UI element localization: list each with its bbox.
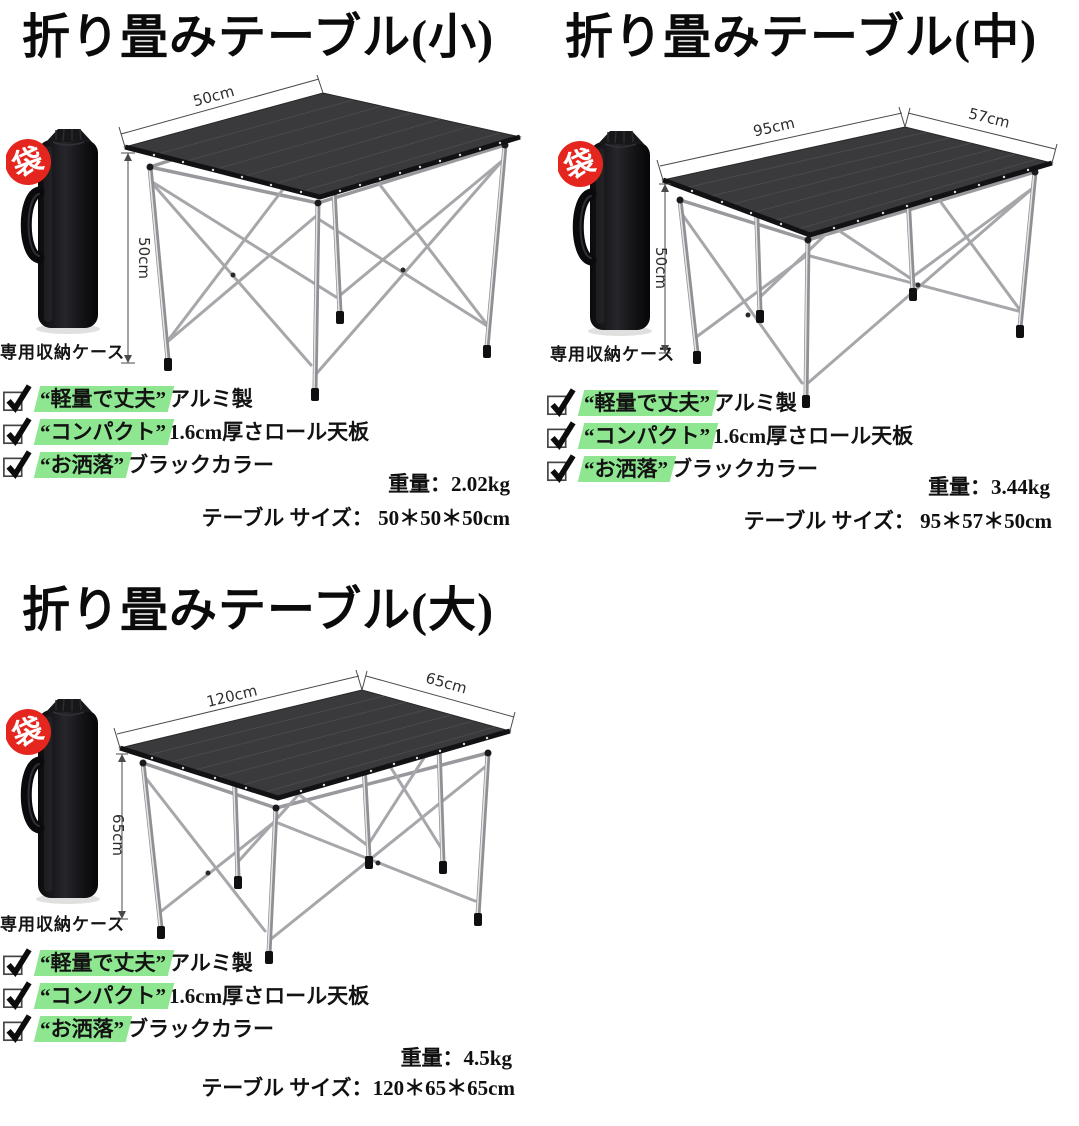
bag-caption: 専用収納ケース (0, 915, 126, 934)
bag-handle-rim (27, 193, 40, 257)
bag-pleats (55, 128, 82, 142)
feature-text: 1.6cm厚さロール天板 (169, 420, 370, 444)
weight-value: 重量：3.44kg (928, 475, 1050, 499)
weight-value: 重量：2.02kg (388, 472, 510, 496)
bag-body (590, 142, 650, 330)
tabletop (661, 126, 1054, 238)
feature-highlight: “コンパクト” (581, 420, 713, 450)
feature-text: ブラックカラー (671, 457, 818, 481)
bag-badge (558, 141, 603, 187)
dim-label-height: 50cm (135, 237, 153, 279)
feature-text: 1.6cm厚さロール天板 (713, 424, 914, 448)
tabletop (123, 92, 522, 200)
page-title: 折り畳みテーブル(小) (22, 11, 495, 64)
feature-item: “お洒落”ブラックカラー (546, 453, 913, 483)
bag-cinch-line (52, 141, 85, 146)
bag-cinch-top (598, 131, 644, 144)
storage-bag-photo: 袋 (6, 698, 100, 904)
feature-item: “コンパクト”1.6cm厚さロール天板 (2, 416, 370, 446)
feature-highlight: “お洒落” (37, 449, 127, 479)
feature-highlight: “お洒落” (581, 453, 671, 483)
feature-highlight: “軽量で丈夫” (37, 383, 169, 413)
checkbox-check-icon (3, 1014, 32, 1043)
bag-sheen (44, 716, 52, 892)
bag-cinch-line (52, 711, 85, 716)
dim-label-height: 65cm (109, 814, 127, 856)
dim-label-depth: 57cm (967, 104, 1012, 131)
bag-cinch-line (604, 143, 637, 148)
dim-label-width: 50cm (191, 82, 236, 110)
feature-item: “お洒落”ブラックカラー (2, 449, 369, 479)
table-size-value: テーブル サイズ： 50＊50＊50cm (201, 506, 510, 530)
feature-highlight: “コンパクト” (37, 980, 169, 1010)
bag-badge (6, 709, 51, 755)
feature-text: アルミ製 (169, 951, 253, 975)
feature-highlight: “軽量で丈夫” (581, 387, 713, 417)
edge-rivets (690, 168, 1030, 230)
dim-label-height: 50cm (652, 247, 670, 289)
edge-rivets (152, 141, 502, 194)
section-small-table: 折り畳みテーブル(小) 袋 専用収納ケース (0, 0, 540, 560)
feature-text: 1.6cm厚さロール天板 (169, 984, 370, 1008)
feature-item: “軽量で丈夫”アルミ製 (2, 947, 369, 977)
feature-text: ブラックカラー (127, 1017, 274, 1041)
storage-bag-photo: 袋 (6, 128, 100, 334)
feature-item: “軽量で丈夫”アルミ製 (2, 383, 369, 413)
feature-list: “軽量で丈夫”アルミ製 “コンパクト”1.6cm厚さロール天板 “お洒落”ブラッ… (2, 383, 370, 479)
table-structure (676, 137, 1039, 408)
feature-text: アルミ製 (713, 391, 797, 415)
bag-body (38, 140, 98, 328)
bag-pleats (55, 698, 82, 712)
storage-bag-photo: 袋 (558, 130, 652, 336)
feature-item: “コンパクト”1.6cm厚さロール天板 (2, 980, 370, 1010)
table-size-value: テーブル サイズ：120＊65＊65cm (201, 1076, 515, 1100)
feature-text: ブラックカラー (127, 453, 274, 477)
bag-handle (20, 186, 45, 264)
page-title: 折り畳みテーブル(中) (565, 11, 1038, 64)
section-large-table: 折り畳みテーブル(大) 袋 専用収納ケース (0, 560, 545, 1126)
checkbox-check-icon (3, 948, 32, 977)
table-photo-large: 120cm 65cm 65cm (109, 669, 516, 964)
bag-cinch-top (46, 129, 92, 142)
checkbox-check-icon (3, 417, 32, 446)
bag-badge (6, 139, 51, 185)
bag-handle-rim (27, 763, 40, 827)
dim-label-width: 95cm (752, 114, 797, 141)
table-photo-medium: 95cm 57cm 50cm (652, 104, 1058, 408)
feature-text: アルミ製 (169, 387, 253, 411)
tabletop (118, 689, 512, 801)
feature-list: “軽量で丈夫”アルミ製 “コンパクト”1.6cm厚さロール天板 “お洒落”ブラッ… (2, 947, 370, 1043)
feature-item: “コンパクト”1.6cm厚さロール天板 (546, 420, 914, 450)
section-medium-table: 折り畳みテーブル(中) 袋 専用収納ケース (540, 0, 1079, 560)
feature-highlight: “軽量で丈夫” (37, 947, 169, 977)
bag-caption: 専用収納ケース (0, 343, 126, 362)
bag-sheen (596, 148, 604, 324)
bag-pleats (607, 130, 634, 144)
weight-value: 重量：4.5kg (400, 1046, 512, 1070)
table-photo-small: 50cm 50cm (118, 75, 522, 401)
dim-label-depth: 65cm (424, 669, 469, 698)
bag-handle (20, 756, 45, 834)
edge-rivets (150, 736, 489, 793)
bag-body (38, 710, 98, 898)
feature-item: “軽量で丈夫”アルミ製 (546, 387, 913, 417)
page-title: 折り畳みテーブル(大) (22, 584, 495, 637)
checkbox-check-icon (547, 454, 576, 483)
bag-handle (572, 188, 597, 266)
bag-cinch-top (46, 699, 92, 712)
bag-handle-rim (579, 195, 592, 259)
feature-highlight: “お洒落” (37, 1013, 127, 1043)
checkbox-check-icon (547, 388, 576, 417)
checkbox-check-icon (3, 384, 32, 413)
feature-item: “お洒落”ブラックカラー (2, 1013, 369, 1043)
feature-list: “軽量で丈夫”アルミ製 “コンパクト”1.6cm厚さロール天板 “お洒落”ブラッ… (546, 387, 914, 483)
bag-sheen (44, 146, 52, 322)
table-size-value: テーブル サイズ： 95＊57＊50cm (743, 509, 1052, 533)
checkbox-check-icon (547, 421, 576, 450)
bag-caption: 専用収納ケース (550, 345, 676, 364)
feature-highlight: “コンパクト” (37, 416, 169, 446)
checkbox-check-icon (3, 450, 32, 479)
checkbox-check-icon (3, 981, 32, 1010)
